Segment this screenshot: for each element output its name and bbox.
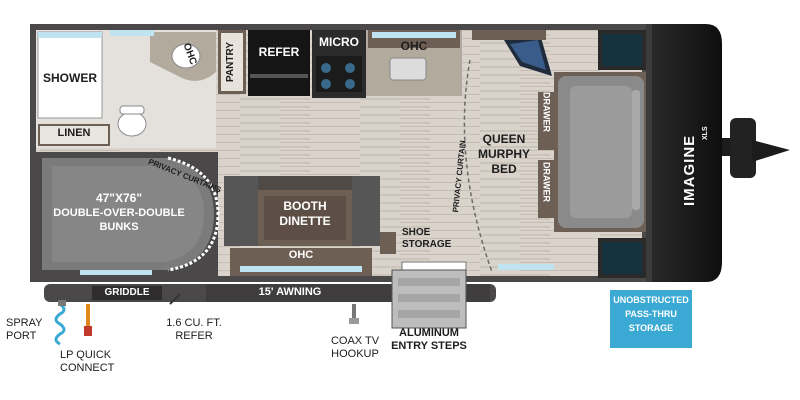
sink-bath	[171, 43, 201, 69]
brand-logo: IMAGINE	[681, 134, 698, 206]
label-shoe-line1: SHOE	[402, 227, 431, 238]
label-storage-line3: STORAGE	[628, 323, 674, 333]
label-linen: LINEN	[57, 127, 91, 139]
label-ohc-dinette: OHC	[288, 249, 314, 261]
shower-stall	[37, 31, 103, 119]
label-steps-line1: ALUMINUM	[399, 327, 459, 339]
label-lp-line2: CONNECT	[60, 362, 115, 374]
label-coax-line1: COAX TV	[330, 335, 380, 347]
label-bed-line2: MURPHY	[477, 147, 530, 161]
label-drawer-lower: DRAWER	[541, 162, 552, 202]
toilet	[117, 111, 147, 137]
drawer-upper	[538, 92, 556, 150]
lp-quick-connect	[84, 304, 92, 336]
label-ohc-kitchen: OHC	[400, 39, 428, 53]
label-pantry: PANTRY	[225, 42, 236, 82]
drawer-lower	[538, 160, 556, 218]
label-coax-line2: HOOKUP	[331, 348, 379, 360]
refer-callout-line	[169, 293, 181, 305]
label-refer-line1: 1.6 CU. FT.	[166, 317, 222, 329]
front-cap	[648, 24, 722, 282]
label-spray-line1: SPRAY	[6, 317, 43, 329]
label-bunks-line2: BUNKS	[99, 221, 139, 233]
privacy-curtain-arc	[167, 156, 220, 272]
dinette-seat-right	[352, 176, 380, 246]
label-booth-line1: BOOTH	[283, 199, 327, 213]
griddle-box	[92, 286, 162, 300]
label-shoe-line2: STORAGE	[402, 239, 452, 250]
label-refer-line2: REFER	[175, 330, 213, 342]
spray-port-hose	[54, 300, 66, 346]
label-storage-line1: UNOBSTRUCTED	[613, 295, 689, 305]
label-griddle: GRIDDLE	[104, 287, 150, 298]
kitchen-sink	[389, 57, 427, 81]
label-drawer-upper: DRAWER	[541, 92, 552, 132]
label-refer: REFER	[258, 45, 300, 59]
label-bed-line3: BED	[491, 162, 517, 176]
pass-thru-storage-badge	[610, 290, 692, 348]
label-awning: 15' AWNING	[258, 286, 322, 298]
label-shower: SHOWER	[43, 71, 97, 85]
bedroom-curtain-line	[463, 59, 493, 273]
brand-logo-sub: XLS	[702, 126, 709, 140]
shoe-storage	[380, 232, 396, 254]
label-bunks-size: 47"x76"	[95, 191, 143, 205]
hitch	[722, 118, 790, 178]
label-storage-line2: PASS-THRU	[625, 309, 677, 319]
dinette-seat-left	[224, 176, 258, 246]
label-micro: MICRO	[319, 35, 359, 49]
coax-fitting	[352, 304, 356, 324]
label-lp-line1: LP QUICK	[60, 349, 112, 361]
label-bed-line1: QUEEN	[482, 132, 526, 146]
label-bunks-line1: DOUBLE-OVER-DOUBLE	[53, 207, 185, 219]
label-spray-line2: PORT	[6, 330, 37, 342]
label-steps-line2: ENTRY STEPS	[391, 340, 467, 352]
refrigerator	[248, 30, 310, 96]
label-booth-line2: DINETTE	[279, 214, 331, 228]
